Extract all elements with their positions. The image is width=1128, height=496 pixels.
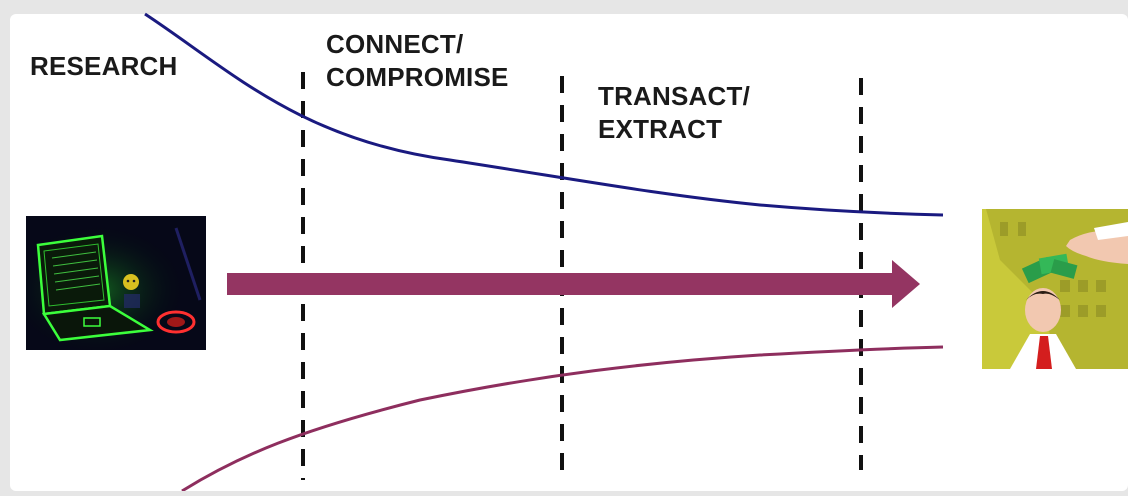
stage-label-transact: TRANSACT/ EXTRACT xyxy=(598,80,750,146)
stage-label-connect: CONNECT/ COMPROMISE xyxy=(326,28,509,94)
top-curve xyxy=(144,12,944,217)
stage-label-line: EXTRACT xyxy=(598,114,723,144)
stage-label-line: COMPROMISE xyxy=(326,62,509,92)
slide-background xyxy=(10,14,1128,491)
stage-label-line: TRANSACT/ xyxy=(598,81,751,111)
bottom-curve xyxy=(181,345,944,493)
stage-label-line: RESEARCH xyxy=(30,51,178,81)
progress-arrow xyxy=(227,260,920,308)
money-handout-icon xyxy=(982,209,1128,369)
stage-label-research: RESEARCH xyxy=(30,50,178,83)
stage-label-line: CONNECT/ xyxy=(326,29,464,59)
glowing-laptop-icon xyxy=(26,216,206,350)
